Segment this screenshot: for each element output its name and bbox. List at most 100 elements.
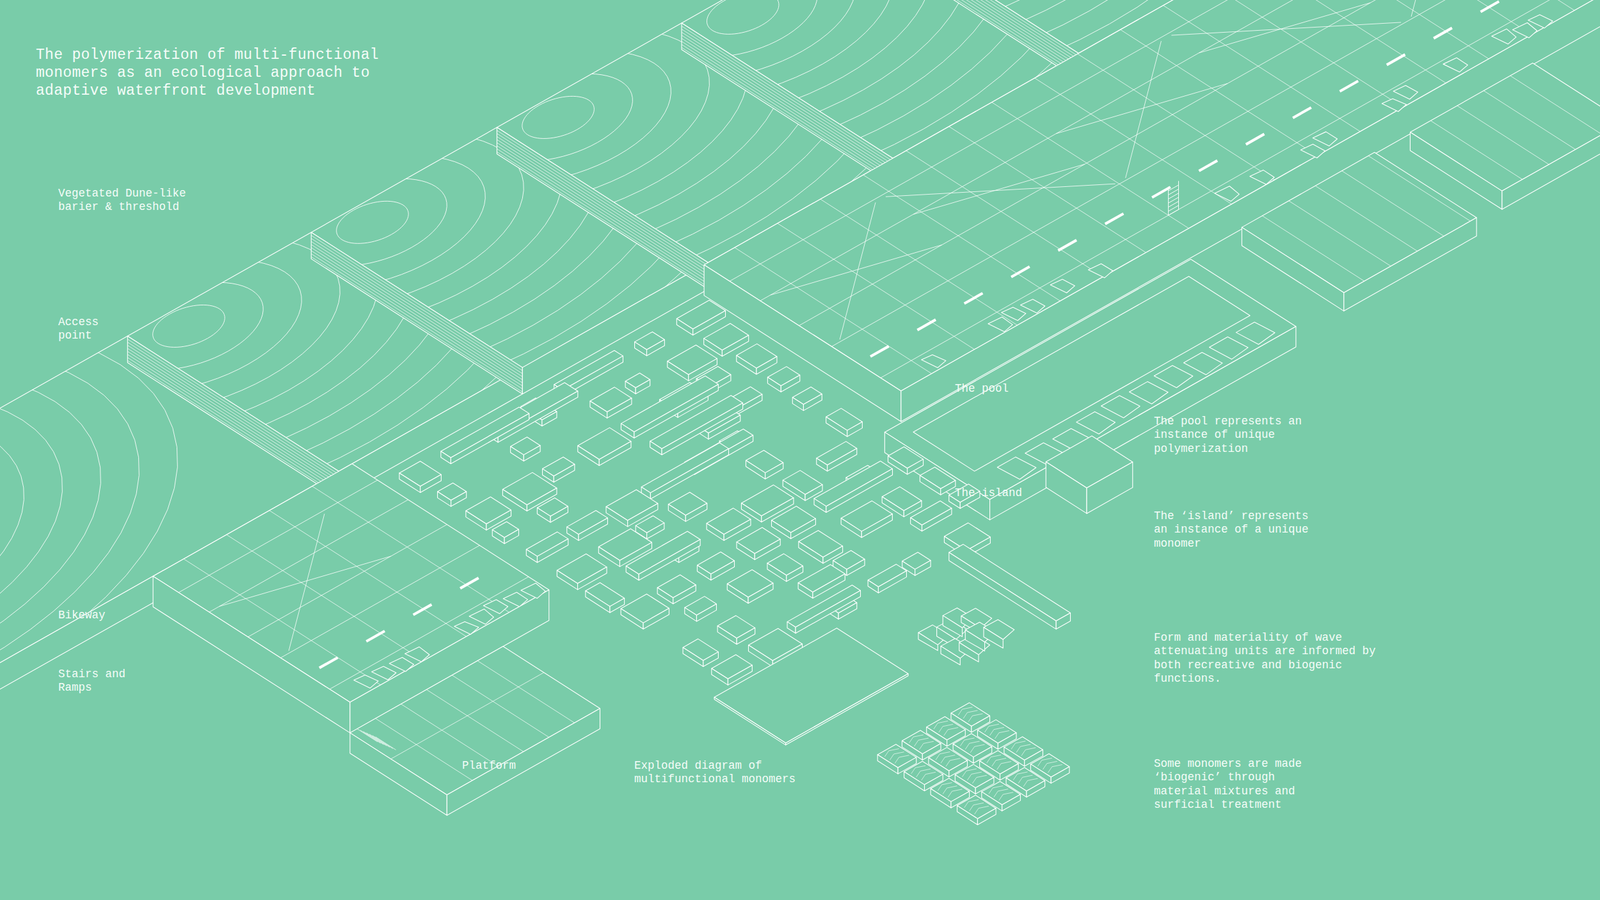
rock-unit [483, 599, 508, 614]
line-work [1377, 0, 1575, 11]
block-front [446, 708, 600, 816]
bike-dash [870, 346, 889, 357]
rock-unit [1214, 186, 1240, 202]
block-front [673, 584, 697, 605]
texture-line [947, 789, 962, 798]
block-front [578, 517, 608, 541]
line-work [127, 360, 339, 496]
texture-line [1042, 760, 1057, 770]
line-work [1262, 215, 1364, 281]
rock-unit [1153, 365, 1193, 388]
line-work [496, 145, 708, 281]
rock-unit [389, 657, 414, 672]
texture-line [937, 782, 952, 792]
rock-unit [1128, 381, 1168, 404]
dune-front [522, 262, 708, 394]
line-work [734, 247, 932, 374]
line-work [1178, 181, 1179, 210]
block-side [657, 587, 674, 604]
bike-dash [413, 604, 432, 615]
rock-unit [1393, 85, 1418, 100]
block-side [717, 625, 737, 645]
block-front [599, 441, 632, 466]
line-work [375, 736, 397, 750]
block-side [877, 754, 898, 774]
block-side [954, 774, 976, 794]
line-work [906, 150, 1104, 277]
line-work [178, 480, 378, 593]
bike-dash [1433, 28, 1453, 39]
block-side [350, 732, 447, 816]
texture-line [970, 744, 985, 753]
line-work [496, 133, 708, 269]
texture-line [969, 802, 984, 811]
dune-edge [496, 127, 708, 290]
block-front [826, 468, 893, 512]
block-side [840, 518, 862, 538]
texture-line [984, 723, 1000, 733]
block-front [450, 413, 529, 464]
line-work [1163, 5, 1361, 132]
contour-line [445, 51, 671, 184]
line-work [867, 0, 1079, 75]
texture-line [1023, 778, 1038, 787]
rock-unit [1001, 307, 1026, 321]
block-side [816, 458, 828, 472]
block-side [667, 360, 689, 381]
rock-unit [1249, 170, 1275, 185]
rock-unit [1491, 28, 1517, 45]
block-front [846, 559, 865, 576]
texture-line [889, 752, 904, 761]
rock-unit [1528, 14, 1553, 29]
block-side [585, 590, 610, 613]
block-side [510, 446, 525, 461]
line-work [949, 126, 1147, 253]
line-work [1457, 105, 1549, 165]
line-work [366, 732, 387, 746]
texture-line [911, 765, 926, 774]
line-work [1342, 170, 1444, 237]
line-work [1125, 40, 1162, 178]
dune-edge [867, 0, 1079, 80]
line-work [867, 0, 1079, 72]
block-side [711, 668, 729, 685]
line-work [1510, 75, 1600, 135]
line-work [1077, 53, 1275, 180]
block-side [152, 576, 351, 733]
line-work [496, 151, 708, 287]
block-side [736, 355, 757, 375]
block-top [814, 460, 893, 507]
bike-dash [1057, 240, 1077, 251]
rock-unit [988, 316, 1013, 332]
line-work [288, 513, 325, 651]
block-side [979, 760, 1001, 781]
line-work [867, 0, 1079, 66]
rock-side [940, 645, 960, 665]
texture-line [942, 785, 957, 795]
rock-unit [1381, 98, 1407, 112]
block-front [647, 522, 665, 539]
block-front [1086, 462, 1133, 514]
bike-dash [319, 657, 338, 668]
block-side [727, 583, 749, 604]
texture-line [933, 720, 948, 729]
block-side [792, 397, 804, 411]
block-front [861, 513, 893, 538]
block-side [620, 608, 644, 630]
bike-dash [964, 293, 984, 304]
line-work [867, 0, 1079, 63]
annotation-label: The pool [954, 382, 1009, 396]
line-work [477, 660, 575, 723]
texture-line [945, 758, 960, 767]
annotation-label: The pool represents an instance of uniqu… [1153, 414, 1319, 456]
block-front [451, 491, 467, 507]
block-side [919, 475, 941, 495]
block-front [703, 651, 719, 667]
block-top [1241, 152, 1477, 293]
block-side [951, 712, 972, 733]
line-work [681, 29, 893, 165]
block-side [1409, 132, 1502, 210]
texture-line [995, 730, 1010, 739]
rock-unit [1312, 131, 1337, 146]
